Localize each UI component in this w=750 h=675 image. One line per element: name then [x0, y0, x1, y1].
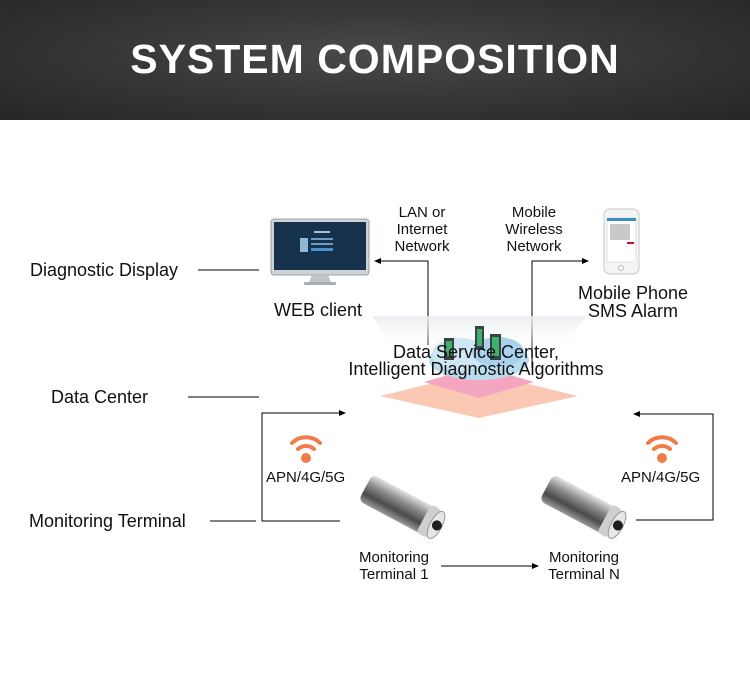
web-client-label: WEB client — [273, 300, 363, 320]
lan-line-3: Network — [394, 238, 450, 255]
link-terminal-1-to-center — [261, 410, 346, 522]
apn-left-label: APN/4G/5G — [266, 469, 346, 486]
data-service-line-1: Data Service Center, — [392, 342, 560, 362]
wifi-icon — [645, 432, 679, 469]
layer-label-diagnostic-display: Diagnostic Display — [30, 260, 179, 280]
lan-network-label: LAN or Internet Network — [380, 204, 464, 255]
terminal-1-line-1: Monitoring — [358, 549, 430, 566]
cloud-server-icon — [372, 312, 586, 429]
mobile-line-1: Mobile — [511, 204, 557, 221]
apn-right-label: APN/4G/5G — [621, 469, 701, 486]
page-title: SYSTEM COMPOSITION — [130, 36, 620, 82]
mobile-phone-line-2: SMS Alarm — [587, 301, 679, 321]
lan-line-1: LAN or — [398, 204, 446, 221]
header-banner: SYSTEM COMPOSITION — [0, 0, 750, 120]
mobile-phone-line-1: Mobile Phone — [577, 283, 689, 303]
monitor-icon — [270, 218, 370, 291]
link-terminal-n-to-center — [633, 411, 714, 521]
sensor-device-icon — [354, 474, 450, 547]
layer-label-monitoring-terminal: Monitoring Terminal — [29, 511, 186, 531]
sensor-device-icon — [535, 474, 631, 547]
wifi-icon — [289, 432, 323, 469]
data-service-line-2: Intelligent Diagnostic Algorithms — [348, 359, 604, 379]
mobile-line-3: Network — [506, 238, 562, 255]
terminal-n-label: Monitoring Terminal N — [534, 549, 634, 583]
terminal-1-label: Monitoring Terminal 1 — [344, 549, 444, 583]
mobile-network-label: Mobile Wireless Network — [492, 204, 576, 255]
lan-line-2: Internet — [396, 221, 448, 238]
terminal-n-line-2: Terminal N — [548, 566, 620, 583]
terminal-1-line-2: Terminal 1 — [359, 566, 429, 583]
mobile-line-2: Wireless — [505, 221, 563, 238]
terminal-n-line-1: Monitoring — [548, 549, 620, 566]
mobile-phone-label: Mobile Phone SMS Alarm — [560, 284, 706, 320]
smartphone-icon — [603, 208, 641, 281]
layer-label-data-center: Data Center — [51, 387, 149, 407]
data-service-label: Data Service Center, Intelligent Diagnos… — [316, 342, 636, 379]
